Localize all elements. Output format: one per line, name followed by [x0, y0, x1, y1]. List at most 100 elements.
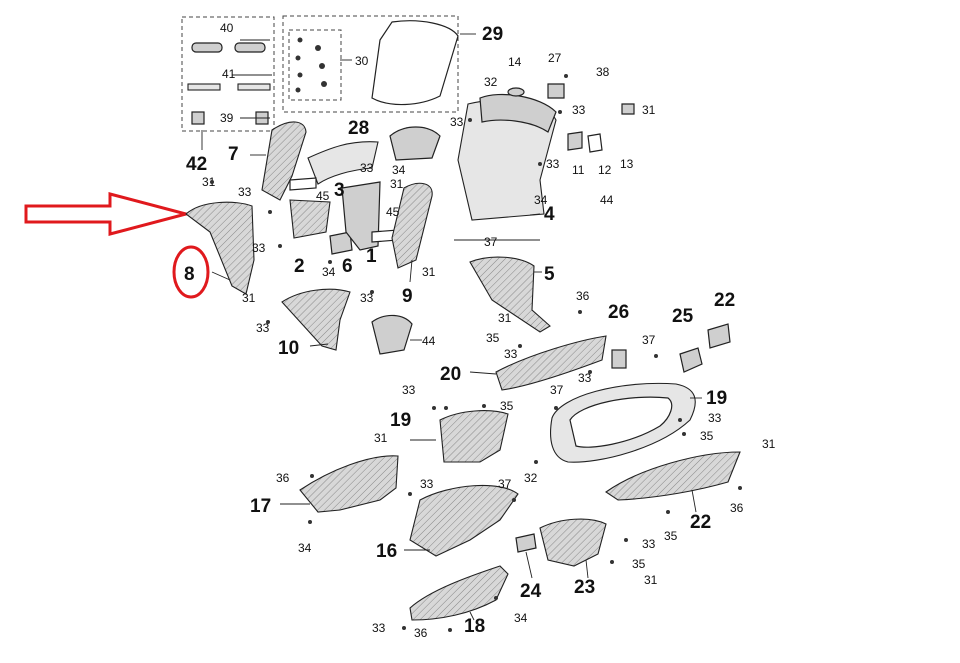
part-40-a: [191, 42, 223, 53]
part-3: [307, 141, 379, 185]
callout-23: 23: [574, 577, 595, 598]
callout-1: 1: [366, 246, 377, 267]
callout-37-d: 37: [498, 477, 512, 491]
callout-7: 7: [228, 144, 239, 165]
callout-35-d: 35: [664, 529, 678, 543]
callout-37-c: 37: [550, 383, 564, 397]
callout-9: 9: [402, 286, 413, 307]
callout-15: 16: [376, 541, 397, 562]
callout-35-a: 35: [486, 331, 500, 345]
callout-33-f: 33: [252, 241, 266, 255]
callout-35-e: 35: [632, 557, 646, 571]
part-7: [261, 121, 307, 201]
callout-2: 2: [294, 256, 305, 277]
callout-36-d: 36: [414, 626, 428, 640]
callout-33-h: 33: [256, 321, 270, 335]
callout-31-h: 31: [374, 431, 388, 445]
part-39-a: [191, 111, 205, 125]
part-25: [679, 347, 703, 373]
callout-44: 44: [422, 334, 436, 348]
callout-4: 4: [544, 204, 555, 225]
part-6: [329, 231, 353, 255]
callout-14: 14: [508, 55, 522, 69]
kit-box-29-30: [282, 15, 459, 113]
callout-28: 28: [348, 118, 369, 139]
part-10: [281, 288, 351, 351]
kit-box-40-41-39: [181, 16, 275, 132]
callout-33-e: 33: [238, 185, 252, 199]
callout-43: 44: [600, 193, 614, 207]
callout-36-c: 36: [730, 501, 744, 515]
callout-26: 26: [608, 302, 629, 323]
part-44: [371, 314, 413, 355]
part-24: [515, 533, 537, 553]
callout-36-b: 36: [276, 471, 290, 485]
part-5: [469, 256, 551, 333]
callout-25: 25: [672, 306, 694, 327]
callout-34-d: 34: [298, 541, 312, 555]
part-17: [409, 565, 509, 621]
callout-32: 32: [484, 75, 498, 89]
callout-33-o: 33: [372, 621, 386, 635]
callout-19: 19: [390, 410, 411, 431]
part-4-top: [479, 93, 557, 133]
part-28: [389, 126, 441, 161]
callout-31-e: 31: [242, 291, 256, 305]
part-1: [341, 181, 381, 251]
part-19: [439, 410, 509, 463]
callout-33-i: 33: [504, 347, 518, 361]
callout-31-a: 31: [642, 103, 656, 117]
callout-31-c: 31: [202, 175, 216, 189]
callout-38: 38: [596, 65, 610, 79]
callout-36-a: 36: [576, 289, 590, 303]
part-22: [605, 451, 741, 501]
callout-20: 20: [440, 364, 461, 385]
callout-12: 12: [598, 163, 612, 177]
callout-32-b: 32: [524, 471, 538, 485]
part-2: [289, 199, 331, 239]
part-18-inner: [569, 396, 673, 448]
callouts-large: 40 41 39 42 29 30 7 28 3 2 6 1 9 4 5 8 1…: [184, 21, 735, 637]
callout-34-b: 34: [392, 163, 406, 177]
callout-11: 11: [572, 163, 585, 177]
callout-33-g: 33: [360, 291, 374, 305]
callout-21: 22: [714, 290, 735, 311]
part-31-top: [621, 103, 635, 115]
callout-40: 40: [220, 21, 234, 35]
part-8: [185, 201, 255, 295]
part-11: [567, 131, 583, 151]
part-41-b: [237, 83, 271, 91]
callout-42: 42: [186, 154, 207, 175]
part-41-a: [187, 83, 221, 91]
part-20: [495, 335, 607, 391]
callout-35-b: 35: [500, 399, 514, 413]
callout-33-d: 33: [360, 161, 374, 175]
callout-27: 27: [548, 51, 562, 65]
callout-33-n: 33: [642, 537, 656, 551]
callout-10: 10: [278, 338, 299, 359]
callout-45-a: 45: [316, 189, 330, 203]
callout-34-e: 34: [514, 611, 528, 625]
part-16: [299, 455, 399, 513]
callout-34-a: 34: [534, 193, 548, 207]
callout-31-b: 31: [390, 177, 404, 191]
leader-lines: [201, 33, 702, 621]
callout-39: 39: [220, 111, 234, 125]
part-12: [587, 133, 603, 153]
callout-33-a: 33: [572, 103, 586, 117]
highlight-circle: [172, 245, 210, 299]
callout-31-f: 31: [498, 311, 512, 325]
callout-31-d: 31: [422, 265, 436, 279]
callout-13: 13: [620, 157, 634, 171]
callout-33-b: 33: [450, 115, 464, 129]
callout-30: 30: [355, 54, 369, 68]
part-9: [391, 182, 433, 269]
callout-37-a: 37: [484, 235, 498, 249]
callout-33-c: 33: [546, 157, 560, 171]
part-40-b: [234, 42, 266, 53]
callout-35-c: 35: [700, 429, 714, 443]
part-27: [547, 83, 565, 99]
part-30-hardware: [295, 37, 327, 93]
part-21: [707, 323, 731, 349]
